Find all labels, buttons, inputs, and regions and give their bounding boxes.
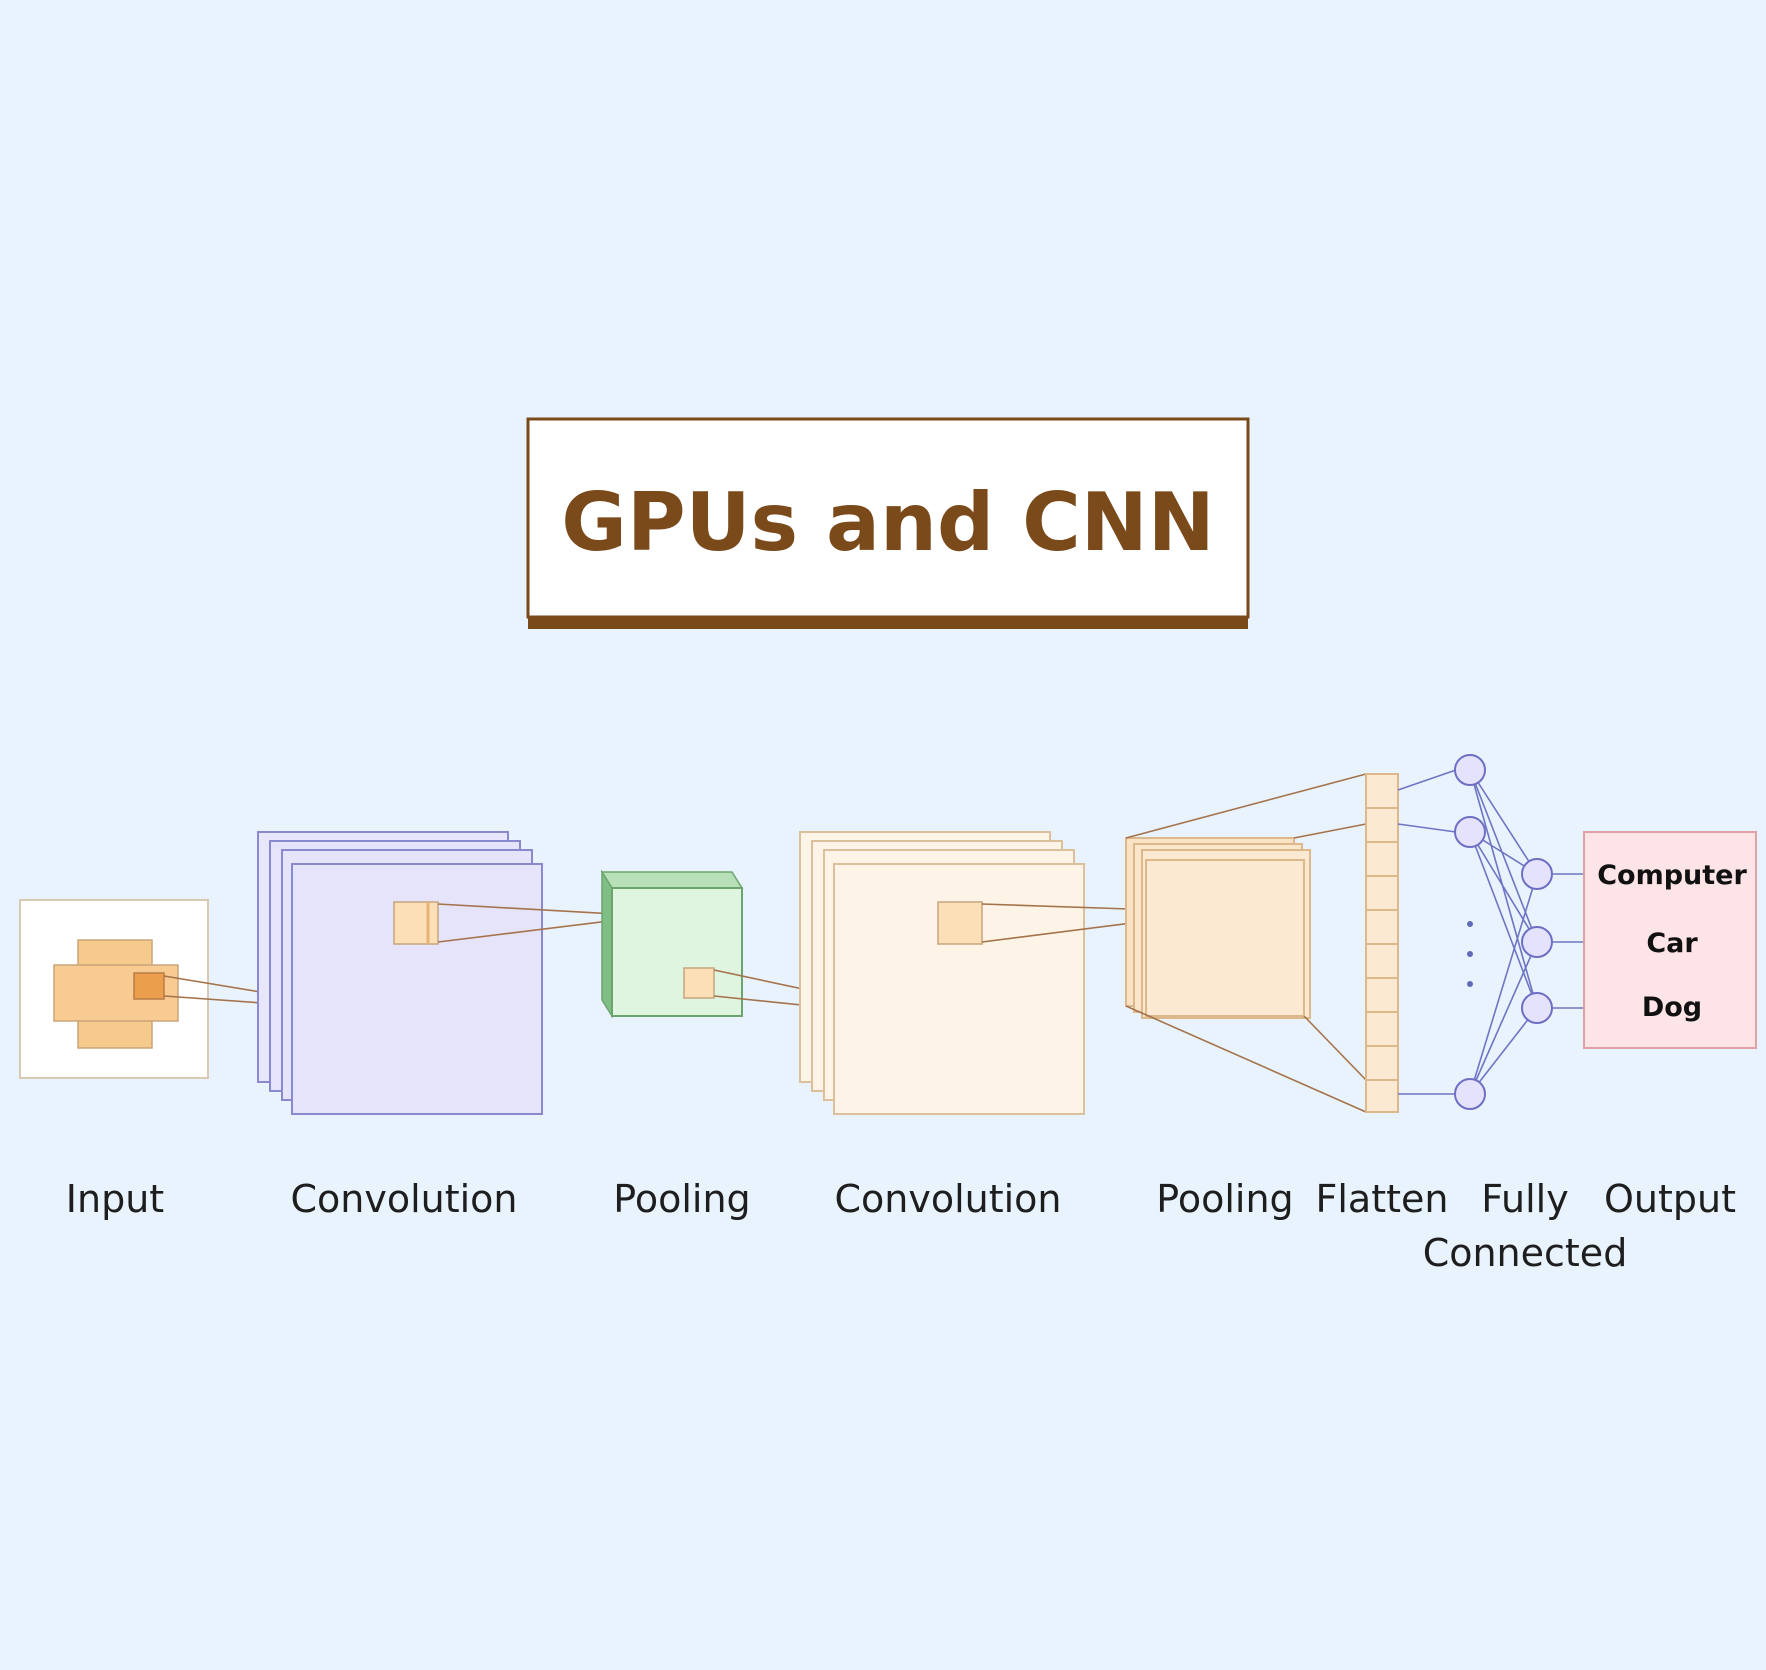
fc-node	[1454, 754, 1486, 786]
convolution-2-stack	[799, 831, 1085, 1115]
label-pooling-1: Pooling	[613, 1177, 750, 1221]
pooling-2-to-flatten-lines	[1125, 773, 1367, 1113]
label-convolution-2: Convolution	[834, 1177, 1061, 1221]
diagram-title: GPUs and CNN	[561, 476, 1214, 569]
output-node-connectors	[1552, 873, 1584, 1009]
fc-node	[1454, 1078, 1486, 1110]
output-node	[1521, 926, 1553, 958]
label-pooling-2: Pooling	[1156, 1177, 1293, 1221]
label-fully: Fully	[1481, 1177, 1568, 1221]
label-connected: Connected	[1423, 1231, 1628, 1275]
label-input: Input	[66, 1177, 164, 1221]
label-convolution-1: Convolution	[290, 1177, 517, 1221]
output-node	[1521, 992, 1553, 1024]
output-class-car: Car	[1646, 928, 1698, 959]
pooling-1-cube	[600, 869, 744, 1019]
output-class-dog: Dog	[1642, 992, 1702, 1023]
ellipsis-dots	[1467, 921, 1473, 987]
output-class-computer: Computer	[1597, 860, 1747, 891]
pooling-2-stack	[1125, 837, 1311, 1019]
output-node	[1521, 858, 1553, 890]
output-box: Computer Car Dog	[1583, 831, 1757, 1049]
flatten-column	[1365, 773, 1399, 1113]
fc-node	[1454, 816, 1486, 848]
input-image	[19, 899, 209, 1079]
label-output: Output	[1604, 1177, 1736, 1221]
convolution-1-stack	[257, 831, 543, 1115]
title-box: GPUs and CNN	[526, 417, 1250, 629]
flatten-to-fc-lines	[1397, 769, 1457, 1095]
label-flatten: Flatten	[1316, 1177, 1449, 1221]
